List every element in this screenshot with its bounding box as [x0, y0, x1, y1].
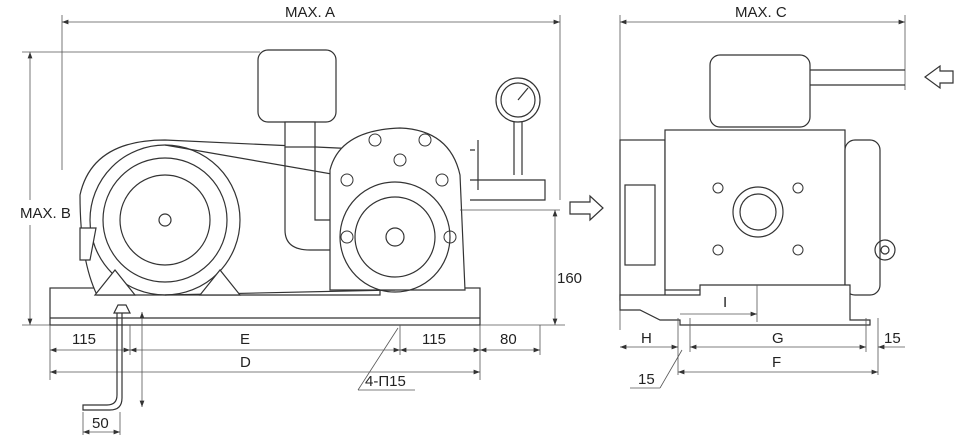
dim-80: 80 [500, 331, 517, 348]
max-a-label: MAX. A [285, 4, 335, 21]
dim-115-left: 115 [72, 331, 96, 348]
mounting-bracket [619, 284, 871, 326]
side-pump-body [664, 129, 846, 291]
outlet-arrow-icon [569, 194, 604, 222]
dim-e: E [240, 331, 250, 348]
dim-h: H [641, 330, 652, 347]
pump-body [329, 127, 466, 291]
holes-label: 4-П15 [365, 373, 406, 390]
pump-pulley [339, 181, 451, 293]
max-c-label: MAX. C [735, 4, 787, 21]
inlet-arrow-icon [923, 64, 954, 90]
height-160-label: 160 [557, 270, 582, 287]
dim-f: F [772, 354, 781, 371]
dim-50: 50 [92, 415, 109, 432]
anchor-bolt [113, 304, 131, 314]
dim-i: I [723, 294, 727, 311]
dim-d: D [240, 354, 251, 371]
belt-guard [79, 227, 97, 261]
front-view: MAX. A 160 [22, 4, 604, 435]
max-b-label: MAX. B [20, 205, 71, 222]
air-filter [257, 49, 337, 123]
side-view: MAX. C I H G 15 F 15 [619, 4, 954, 389]
dim-15-right: 15 [884, 330, 901, 347]
dim-15-left: 15 [638, 371, 655, 388]
dim-115-right: 115 [422, 331, 446, 348]
side-air-filter [709, 54, 811, 128]
dim-g: G [772, 330, 784, 347]
